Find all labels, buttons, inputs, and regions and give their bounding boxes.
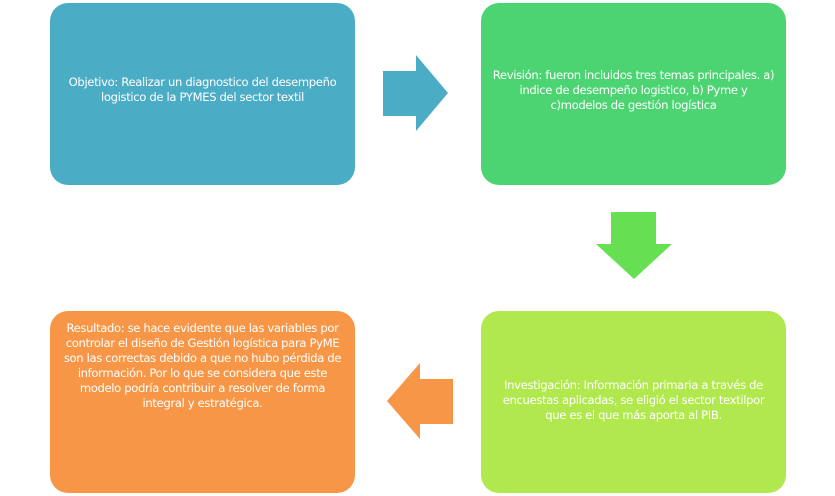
step-resultado-box: Resultado: se hace evidente que las vari… (50, 311, 355, 493)
step-objetivo-text: Objetivo: Realizar un diagnostico del de… (68, 75, 337, 104)
arrow-left-icon (387, 363, 453, 439)
arrow-left-shape (387, 363, 453, 439)
step-revision-text: Revisión: fueron incluidos tres temas pr… (492, 67, 775, 112)
arrow-down-icon (596, 212, 672, 279)
step-objetivo-box: Objetivo: Realizar un diagnostico del de… (50, 3, 355, 185)
step-investigacion-box: Investigación: Información primaria a tr… (481, 311, 786, 493)
step-resultado-text: Resultado: se hace evidente que las vari… (63, 321, 342, 410)
arrow-right-shape (383, 55, 448, 131)
step-investigacion-text: Investigación: Información primaria a tr… (502, 377, 765, 422)
step-revision-box: Revisión: fueron incluidos tres temas pr… (481, 3, 786, 185)
arrow-right-icon (383, 55, 448, 131)
arrow-down-shape (596, 212, 672, 279)
